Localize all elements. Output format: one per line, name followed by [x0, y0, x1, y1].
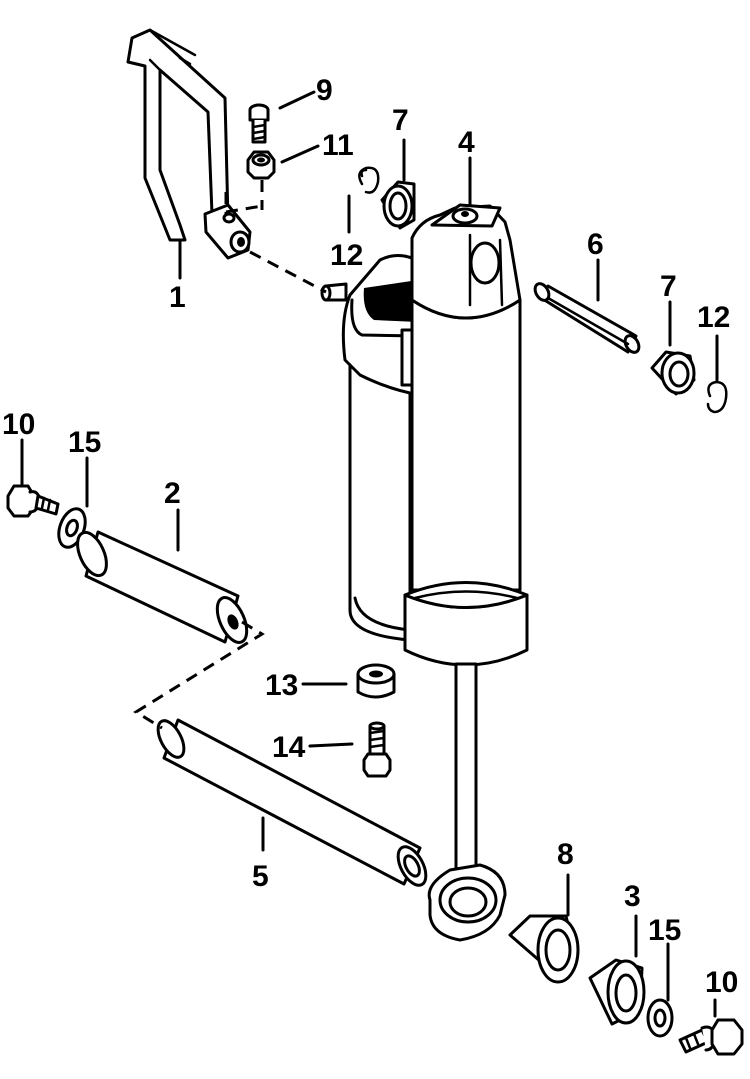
callout-10-left: 10: [2, 408, 35, 441]
part-11-nut: [246, 150, 276, 180]
part-15-washer-right: [646, 998, 674, 1038]
callout-12-top: 12: [330, 239, 363, 272]
part-12-snap-ring-right: [706, 380, 728, 414]
callout-15-left: 15: [68, 426, 101, 459]
part-1-bracket: [126, 28, 252, 260]
part-14-screw: [362, 721, 392, 778]
part-7-bushing-right: [650, 350, 696, 396]
main-cylinder-assembly: [320, 203, 529, 942]
callout-9: 9: [316, 74, 333, 107]
callout-3: 3: [624, 880, 641, 913]
callout-13: 13: [265, 669, 298, 702]
part-8-bushing: [508, 914, 580, 984]
part-5-tube: [156, 718, 428, 887]
callout-7-right: 7: [660, 270, 677, 303]
part-9-screw: [248, 103, 270, 144]
callout-2: 2: [164, 477, 181, 510]
part-10-bolt-right: [678, 1018, 744, 1056]
callout-4: 4: [458, 126, 475, 159]
callout-14: 14: [272, 731, 306, 764]
leader-lines: [20, 90, 719, 1018]
part-7-bushing-top: [380, 180, 416, 230]
part-12-snap-ring-top: [358, 166, 380, 194]
part-3-sleeve: [588, 958, 646, 1026]
part-13-spacer: [356, 663, 396, 699]
callout-labels: 1 2 3 4 5 6 7 7 8 9 10 10 11 12 12 13 14…: [2, 74, 738, 999]
callout-1: 1: [169, 281, 186, 314]
callout-6: 6: [587, 228, 604, 261]
part-6-pin: [533, 282, 641, 354]
callout-10-right: 10: [705, 966, 738, 999]
dashed-assembly-lines: [133, 180, 327, 730]
part-10-bolt-left: [6, 484, 60, 518]
part-2-sleeve: [76, 530, 249, 644]
callout-12-right: 12: [697, 301, 730, 334]
callout-8: 8: [557, 838, 574, 871]
callout-7-top: 7: [392, 104, 409, 137]
callout-11: 11: [322, 129, 354, 162]
callout-15-right: 15: [648, 914, 681, 947]
callout-5: 5: [252, 860, 269, 893]
